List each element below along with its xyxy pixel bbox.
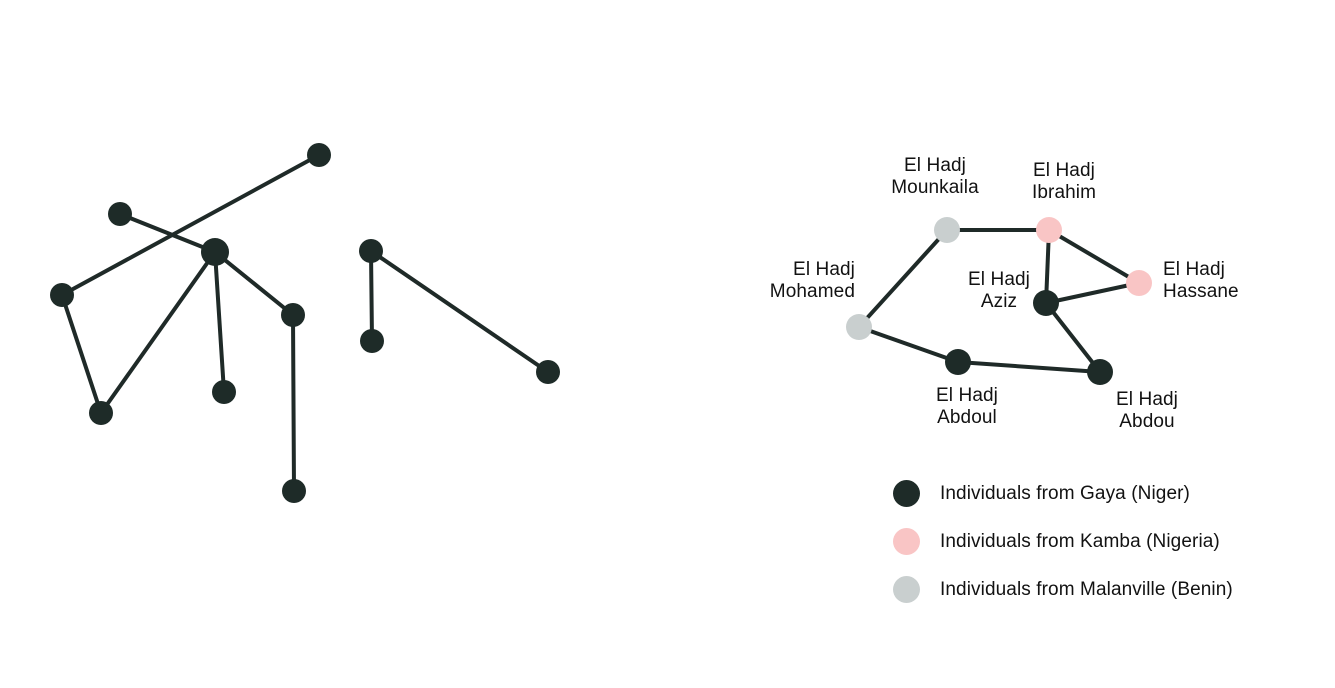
- edges-layer: [60, 153, 1141, 493]
- graph-node[interactable]: [282, 479, 306, 503]
- graph-edge: [857, 228, 949, 329]
- node-label: El Hadj Mohamed: [769, 259, 855, 302]
- graph-node[interactable]: [50, 283, 74, 307]
- graph-node[interactable]: [934, 217, 960, 243]
- graph-node[interactable]: [1033, 290, 1059, 316]
- legend-label: Individuals from Kamba (Nigeria): [940, 531, 1220, 552]
- graph-edge: [369, 249, 374, 343]
- graph-edge: [118, 212, 217, 254]
- graph-edge: [956, 360, 1102, 374]
- graph-edge: [369, 249, 550, 374]
- graph-node[interactable]: [1126, 270, 1152, 296]
- graph-node[interactable]: [536, 360, 560, 384]
- graph-edge: [1044, 301, 1102, 374]
- graph-node[interactable]: [945, 349, 971, 375]
- graph-node[interactable]: [360, 329, 384, 353]
- graph-edge: [291, 313, 296, 493]
- legend-label: Individuals from Gaya (Niger): [940, 483, 1190, 504]
- legend: Individuals from Gaya (Niger) Individuals…: [893, 472, 1293, 616]
- graph-edge: [60, 293, 103, 415]
- graph-node[interactable]: [846, 314, 872, 340]
- node-label: El Hadj Aziz: [968, 269, 1030, 312]
- node-label: El Hadj Abdoul: [936, 385, 998, 428]
- graph-node[interactable]: [89, 401, 113, 425]
- legend-item-gaya[interactable]: Individuals from Gaya (Niger): [893, 472, 1293, 520]
- graph-node[interactable]: [1087, 359, 1113, 385]
- graph-edge: [60, 153, 321, 297]
- graph-edge: [213, 250, 226, 394]
- graph-edge: [857, 325, 960, 364]
- graph-node[interactable]: [201, 238, 229, 266]
- graph-edge: [213, 250, 295, 317]
- legend-item-malanville[interactable]: Individuals from Malanville (Benin): [893, 568, 1293, 616]
- graph-node[interactable]: [108, 202, 132, 226]
- legend-swatch-kamba-icon: [893, 528, 920, 555]
- node-label: El Hadj Abdou: [1116, 389, 1178, 432]
- legend-item-kamba[interactable]: Individuals from Kamba (Nigeria): [893, 520, 1293, 568]
- graph-edge: [99, 250, 217, 415]
- node-label: El Hadj Hassane: [1163, 259, 1239, 302]
- node-label: El Hadj Mounkaila: [891, 155, 979, 198]
- graph-node[interactable]: [307, 143, 331, 167]
- graph-node[interactable]: [359, 239, 383, 263]
- graph-node[interactable]: [1036, 217, 1062, 243]
- node-label: El Hadj Ibrahim: [1031, 160, 1097, 203]
- graph-node[interactable]: [281, 303, 305, 327]
- graph-edge: [1044, 281, 1141, 305]
- legend-label: Individuals from Malanville (Benin): [940, 579, 1233, 600]
- nodes-layer: [50, 143, 1152, 503]
- legend-swatch-malanville-icon: [893, 576, 920, 603]
- graph-edge: [1047, 228, 1141, 285]
- graph-node[interactable]: [212, 380, 236, 404]
- legend-swatch-gaya-icon: [893, 480, 920, 507]
